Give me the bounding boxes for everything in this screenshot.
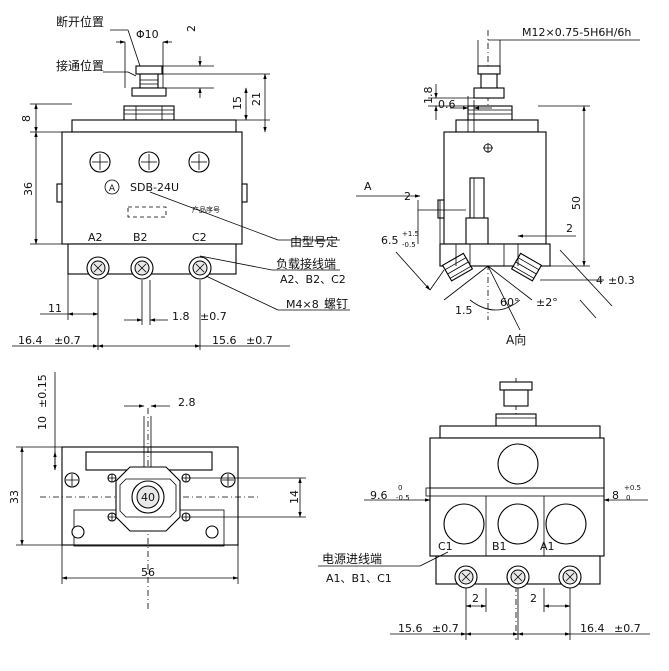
dim-60: 60° (500, 296, 520, 309)
top-plate (71, 119, 237, 133)
direction-a: A (364, 180, 372, 193)
power-terminal-label: 电源进线端 (322, 552, 382, 566)
thread-spec: M12×0.75-5H6H/6h (522, 26, 631, 39)
side-screw-left (441, 252, 474, 282)
dim-1-8-side: 1.8 (422, 87, 435, 105)
mounting-nut (123, 105, 175, 121)
label-c2: C2 (192, 231, 207, 244)
dim-6-5: 6.5 (381, 234, 399, 247)
view-a-label: A向 (506, 332, 526, 347)
dim-1-8-bottom-tol: ±0.7 (200, 310, 227, 323)
side-body (443, 131, 547, 245)
dim-9-6-up: 0 (398, 484, 402, 492)
load-terminal-list: A2、B2、C2 (280, 273, 346, 286)
indicator-holes (89, 151, 210, 173)
label-a2: A2 (88, 231, 103, 244)
label-b2: B2 (133, 231, 148, 244)
terminal-b1 (506, 565, 530, 589)
screw-spec: M4×8 (286, 298, 319, 311)
terminal-c2 (188, 256, 212, 280)
dim-40: 40 (141, 491, 155, 504)
dim-10: 10 (36, 416, 49, 430)
dim-8-r: 8 (612, 489, 619, 502)
dim-8-r-up: +0.5 (624, 484, 641, 492)
rear-body (429, 437, 605, 557)
dim-phi10: Φ10 (136, 28, 159, 41)
dim-8: 8 (20, 115, 33, 122)
dim-2-top: 2 (185, 25, 198, 32)
dim-1-8-bottom: 1.8 (172, 310, 190, 323)
dim-21: 21 (250, 92, 263, 106)
dim-9-6-low: -0.5 (396, 494, 410, 502)
label-a1: A1 (540, 540, 555, 553)
on-position-label: 接通位置 (56, 58, 104, 73)
dim-50: 50 (570, 196, 583, 210)
bottom-view: 40 10 ±0.15 2.8 33 14 56 (8, 372, 306, 610)
power-terminal-list: A1、B1、C1 (326, 572, 392, 585)
circle-a-label: A (109, 184, 116, 194)
terminal-a1 (558, 565, 582, 589)
dim-33: 33 (8, 490, 21, 504)
circle-a-mark (104, 179, 120, 195)
dim-2-side: 2 (404, 190, 411, 203)
dim-36: 36 (22, 182, 35, 196)
dim-15-6-br: 15.6 (398, 622, 423, 635)
dim-15: 15 (231, 96, 244, 110)
terminal-a2 (86, 256, 110, 280)
terminal-c1 (454, 565, 478, 589)
label-c1: C1 (438, 540, 453, 553)
small-note: 产品序号 (192, 205, 220, 214)
dim-15-6-tol: ±0.7 (246, 334, 273, 347)
dim-6-5-low: -0.5 (402, 241, 416, 249)
side-view: M12×0.75-5H6H/6h 1.8 0.6 50 A 2 2 6.5 +1… (356, 26, 640, 347)
dim-2-br-a: 2 (472, 592, 479, 605)
model-label: 由型号定 (290, 234, 338, 249)
dim-4-tol: ±0.3 (608, 274, 635, 287)
dim-9-6: 9.6 (370, 489, 388, 502)
dim-6-5-up: +1.5 (402, 230, 419, 238)
dim-15-6-br-tol: ±0.7 (432, 622, 459, 635)
dim-10-tol: ±0.15 (36, 374, 49, 408)
product-mark: SDB-24U (130, 181, 179, 194)
screw-label: 螺钉 (324, 297, 348, 311)
dim-14: 14 (288, 490, 301, 504)
off-position-label: 断开位置 (56, 14, 104, 29)
actuator-collar (131, 87, 167, 97)
rear-view: C1 B1 A1 电源进线端 A1、B1、C1 9.6 0 -0.5 8 +0.… (318, 378, 650, 640)
dim-2-side-b: 2 (566, 222, 573, 235)
dim-11: 11 (48, 302, 62, 315)
dim-8-r-low: 0 (626, 494, 630, 502)
actuator-cap (135, 65, 163, 75)
serial-box (127, 206, 167, 218)
dim-4: 4 (596, 274, 603, 287)
dim-2deg: ±2° (536, 296, 558, 309)
dim-0-6: 0.6 (438, 98, 456, 111)
side-screw-right (510, 252, 543, 282)
label-b1: B1 (492, 540, 507, 553)
load-terminal-label: 负载接线端 (276, 256, 336, 271)
front-view: A SDB-24U 产品序号 A2 B2 C2 断开位置 接通位置 (12, 14, 350, 350)
dim-16-4: 16.4 (18, 334, 43, 347)
dim-2-8: 2.8 (178, 396, 196, 409)
dim-1-5: 1.5 (455, 304, 473, 317)
actuator-stem (139, 73, 159, 89)
dim-15-6: 15.6 (212, 334, 237, 347)
dim-56: 56 (141, 566, 155, 579)
dim-16-4-br: 16.4 (580, 622, 605, 635)
dim-16-4-tol: ±0.7 (54, 334, 81, 347)
dim-16-4-br-tol: ±0.7 (614, 622, 641, 635)
terminal-b2 (130, 256, 154, 280)
dim-2-br-b: 2 (530, 592, 537, 605)
